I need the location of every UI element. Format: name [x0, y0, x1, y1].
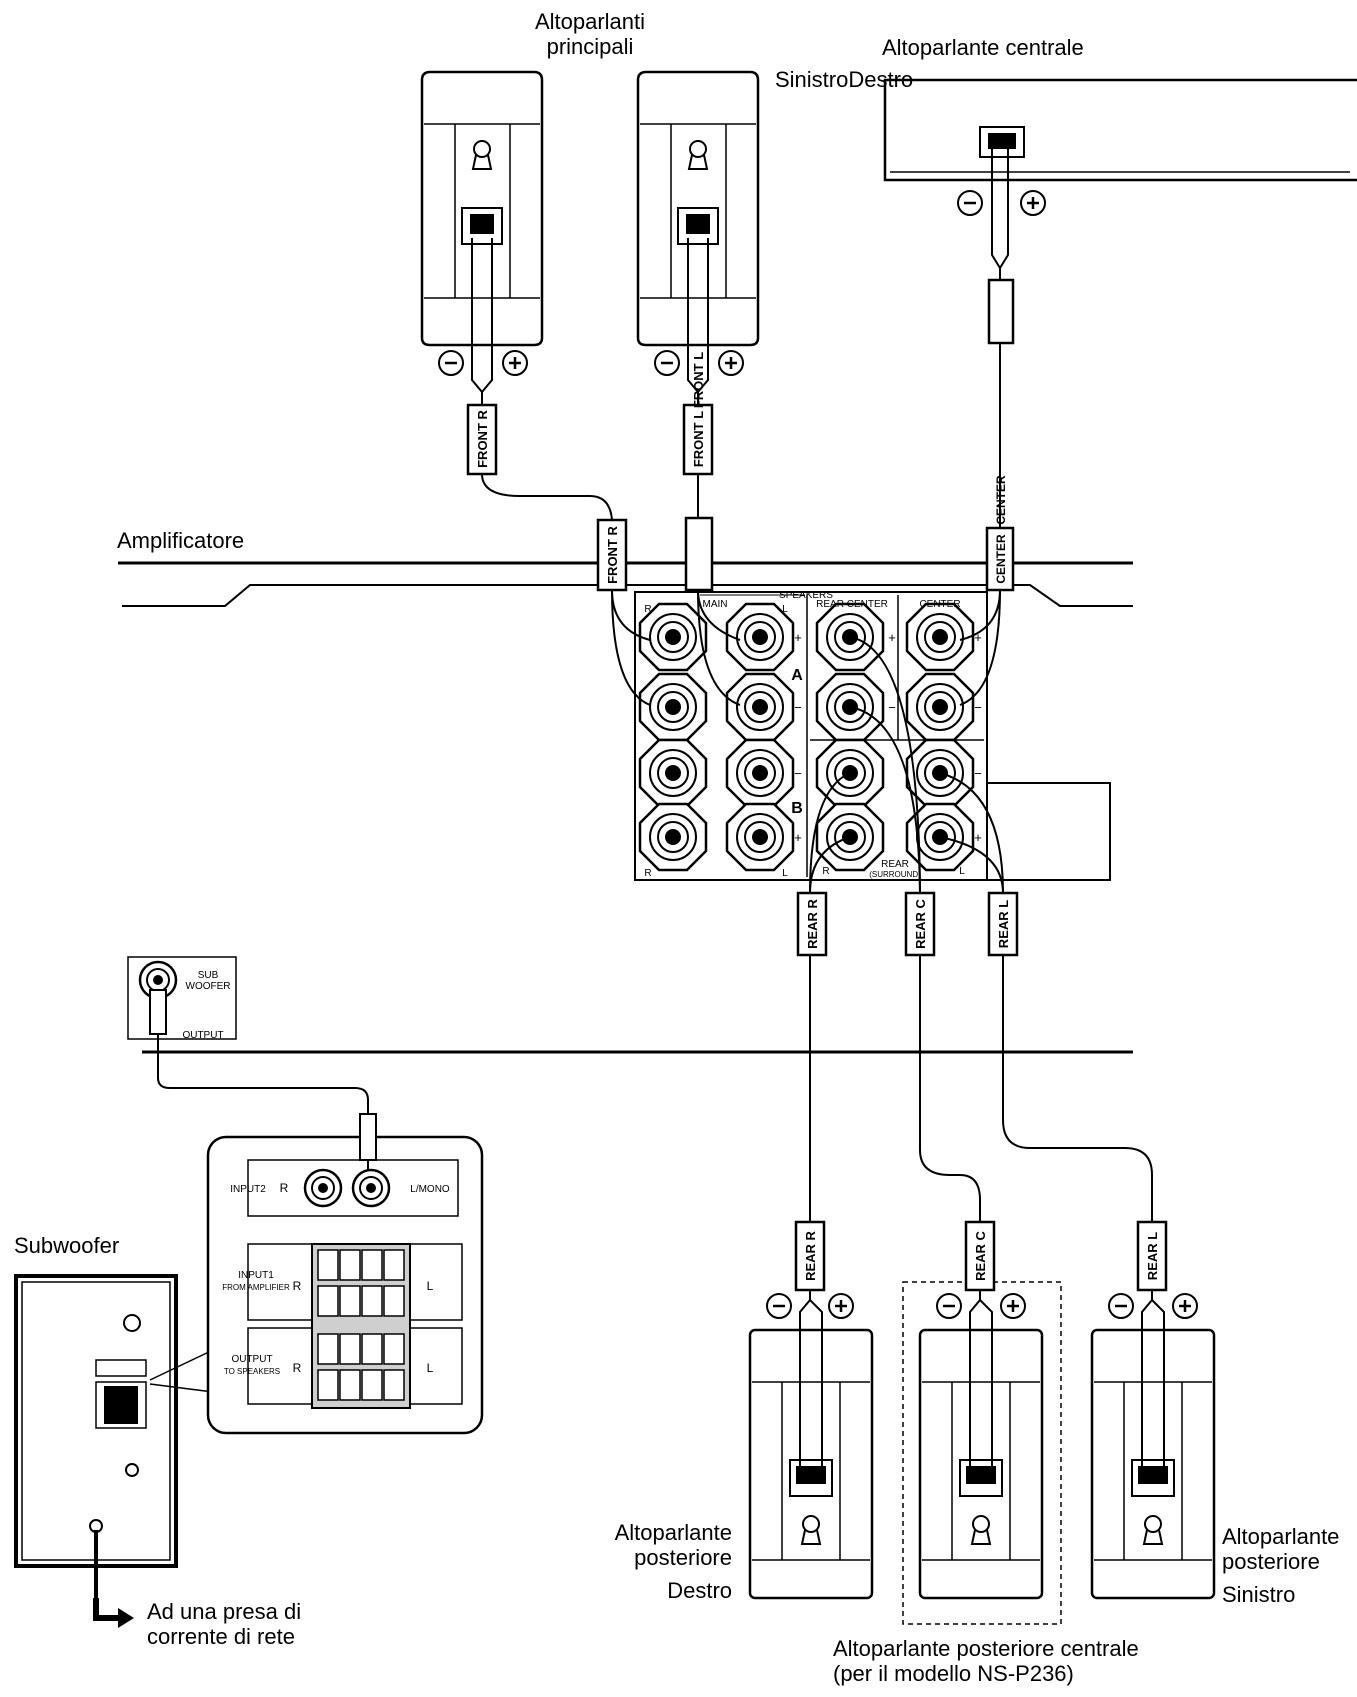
- rear-speaker-right: [748, 1328, 874, 1600]
- panel-plus-c: +: [974, 630, 982, 645]
- input1-from-text: FROM AMPLIFIER: [222, 1283, 290, 1292]
- subwoofer-panel-text: INPUT2 R L/MONO INPUT1 FROM AMPLIFIER OU…: [222, 1181, 450, 1376]
- sub-out-text: SUB WOOFER OUTPUT: [182, 970, 230, 1041]
- rear-center-label-line2: (per il modello NS-P236): [833, 1661, 1074, 1686]
- cable-tag-rear-l-amp: REAR L: [987, 891, 1019, 957]
- panel-speakers-text: SPEAKERS: [779, 590, 833, 601]
- cable-tag-rear-c-amp-text: REAR C: [913, 898, 928, 948]
- panel-l-rear: L: [959, 866, 965, 877]
- panel-plus-b-main: +: [794, 830, 802, 845]
- panel-minus-a-main: −: [794, 700, 802, 715]
- panel-center-text: CENTER: [919, 599, 960, 610]
- panel-row-b-text: B: [791, 800, 803, 817]
- power-outlet-arrow: [93, 1598, 134, 1628]
- panel-r-rear: R: [822, 866, 829, 877]
- rear-right-label-line2: posteriore: [634, 1545, 732, 1570]
- input2-r-text: R: [280, 1181, 289, 1195]
- cable-tag-front-l-speaker: FRONT L: [682, 403, 714, 476]
- panel-surround-text: (SURROUND): [869, 870, 921, 879]
- sub-out-woofer-text: WOOFER: [186, 981, 231, 992]
- panel-rear-center-text: REAR CENTER: [816, 599, 888, 610]
- rca-plugs: [149, 989, 377, 1161]
- input1-text: INPUT1: [238, 1270, 274, 1281]
- panel-minus-c: −: [974, 700, 982, 715]
- input2-text: INPUT2: [230, 1184, 266, 1195]
- rear-left-label-line3: Sinistro: [1222, 1582, 1296, 1607]
- rear-left-label-line1: Altoparlante: [1222, 1524, 1340, 1549]
- cable-tag-rear-r-speaker: REAR R: [794, 1220, 826, 1292]
- panel-rear-text: REAR: [881, 859, 909, 870]
- rear-speaker-left: [1090, 1328, 1216, 1600]
- center-speaker: [883, 78, 1357, 182]
- sub-woofer-output-box: [127, 956, 237, 1040]
- panel-minus-b-main: −: [794, 766, 802, 781]
- cable-tag-rear-l-amp-text: REAR L: [996, 900, 1011, 948]
- outlet-label-line2: corrente di rete: [147, 1624, 295, 1649]
- input1-r-text: R: [293, 1279, 302, 1293]
- cable-tag-front-l-amp: [684, 516, 714, 592]
- cable-tag-rear-r-speaker-text: REAR R: [803, 1230, 818, 1280]
- main-speaker-right: [420, 70, 544, 347]
- panel-plus-rc: +: [888, 630, 896, 645]
- front-l-overlay-text: FRONT L: [691, 352, 706, 408]
- output-text: OUTPUT: [231, 1354, 272, 1365]
- cable-tag-rear-r-amp-text: REAR R: [805, 898, 820, 948]
- rear-speaker-center: [902, 1281, 1062, 1625]
- center-overlay-text: CENTER: [994, 475, 1008, 525]
- subwoofer-label: Subwoofer: [14, 1233, 120, 1258]
- panel-r-top: R: [644, 604, 651, 615]
- cable-tag-front-r-amp: FRONT R: [596, 518, 628, 592]
- sub-out-sub-text: SUB: [198, 970, 219, 981]
- main-speakers-label-line2: principali: [546, 34, 634, 59]
- cable-tag-rear-l-speaker: REAR L: [1136, 1220, 1168, 1292]
- cable-tag-center-amp: CENTER: [985, 526, 1015, 592]
- panel-l-bottom: L: [782, 868, 788, 879]
- cable-tag-rear-l-speaker-text: REAR L: [1145, 1232, 1160, 1280]
- cable-tag-rear-r-amp: REAR R: [796, 891, 828, 957]
- cable-tag-front-r-speaker-text: FRONT R: [475, 410, 490, 468]
- rear-right-label-line1: Altoparlante: [614, 1520, 732, 1545]
- subwoofer-rear-panel: [206, 1135, 484, 1435]
- subwoofer-cabinet: [14, 1274, 178, 1568]
- panel-plus-rear-l: +: [974, 830, 982, 845]
- rear-left-label-line2: posteriore: [1222, 1549, 1320, 1574]
- main-speakers-label-line1: Altoparlanti: [534, 9, 646, 34]
- cable-tag-center-speaker: [987, 278, 1015, 345]
- amplifier-label: Amplificatore: [117, 528, 245, 553]
- panel-minus-rear-l: −: [974, 766, 982, 781]
- cable-tag-rear-c-amp: REAR C: [904, 891, 936, 957]
- cable-tag-front-l-speaker-text: FRONT L: [691, 411, 706, 467]
- cable-tag-rear-c-speaker-text: REAR C: [973, 1230, 988, 1280]
- speaker-cables: [94, 145, 1165, 1598]
- main-speaker-left: [636, 70, 760, 347]
- outlet-label-line1: Ad una presa di: [147, 1599, 302, 1624]
- subwoofer-callout-lines: [149, 1349, 214, 1393]
- cable-tag-center-amp-text: CENTER: [994, 534, 1008, 584]
- panel-row-a-text: A: [791, 667, 803, 684]
- input1-l-text: L: [427, 1279, 434, 1293]
- amp-panel-text: SPEAKERS MAIN REAR CENTER CENTER REAR (S…: [644, 590, 981, 879]
- output-to-text: TO SPEAKERS: [224, 1367, 280, 1376]
- cable-tag-rear-c-speaker: REAR C: [964, 1220, 996, 1292]
- cable-tag-front-r-amp-text: FRONT R: [605, 526, 620, 584]
- panel-plus-a-main: +: [794, 630, 802, 645]
- sub-out-output-text: OUTPUT: [182, 1030, 223, 1041]
- panel-minus-rc: −: [888, 700, 896, 715]
- output-r-text: R: [293, 1361, 302, 1375]
- panel-main-text: MAIN: [703, 599, 728, 610]
- cable-tag-front-r-speaker: FRONT R: [466, 403, 498, 476]
- left-right-label: SinistroDestro: [775, 67, 914, 92]
- output-l-text: L: [427, 1361, 434, 1375]
- panel-l-top: L: [782, 604, 788, 615]
- input2-mono-text: L/MONO: [410, 1184, 450, 1195]
- rear-center-label-line1: Altoparlante posteriore centrale: [833, 1636, 1139, 1661]
- center-speaker-label: Altoparlante centrale: [882, 35, 1084, 60]
- rear-right-label-line3: Destro: [667, 1578, 732, 1603]
- panel-r-bottom: R: [644, 868, 651, 879]
